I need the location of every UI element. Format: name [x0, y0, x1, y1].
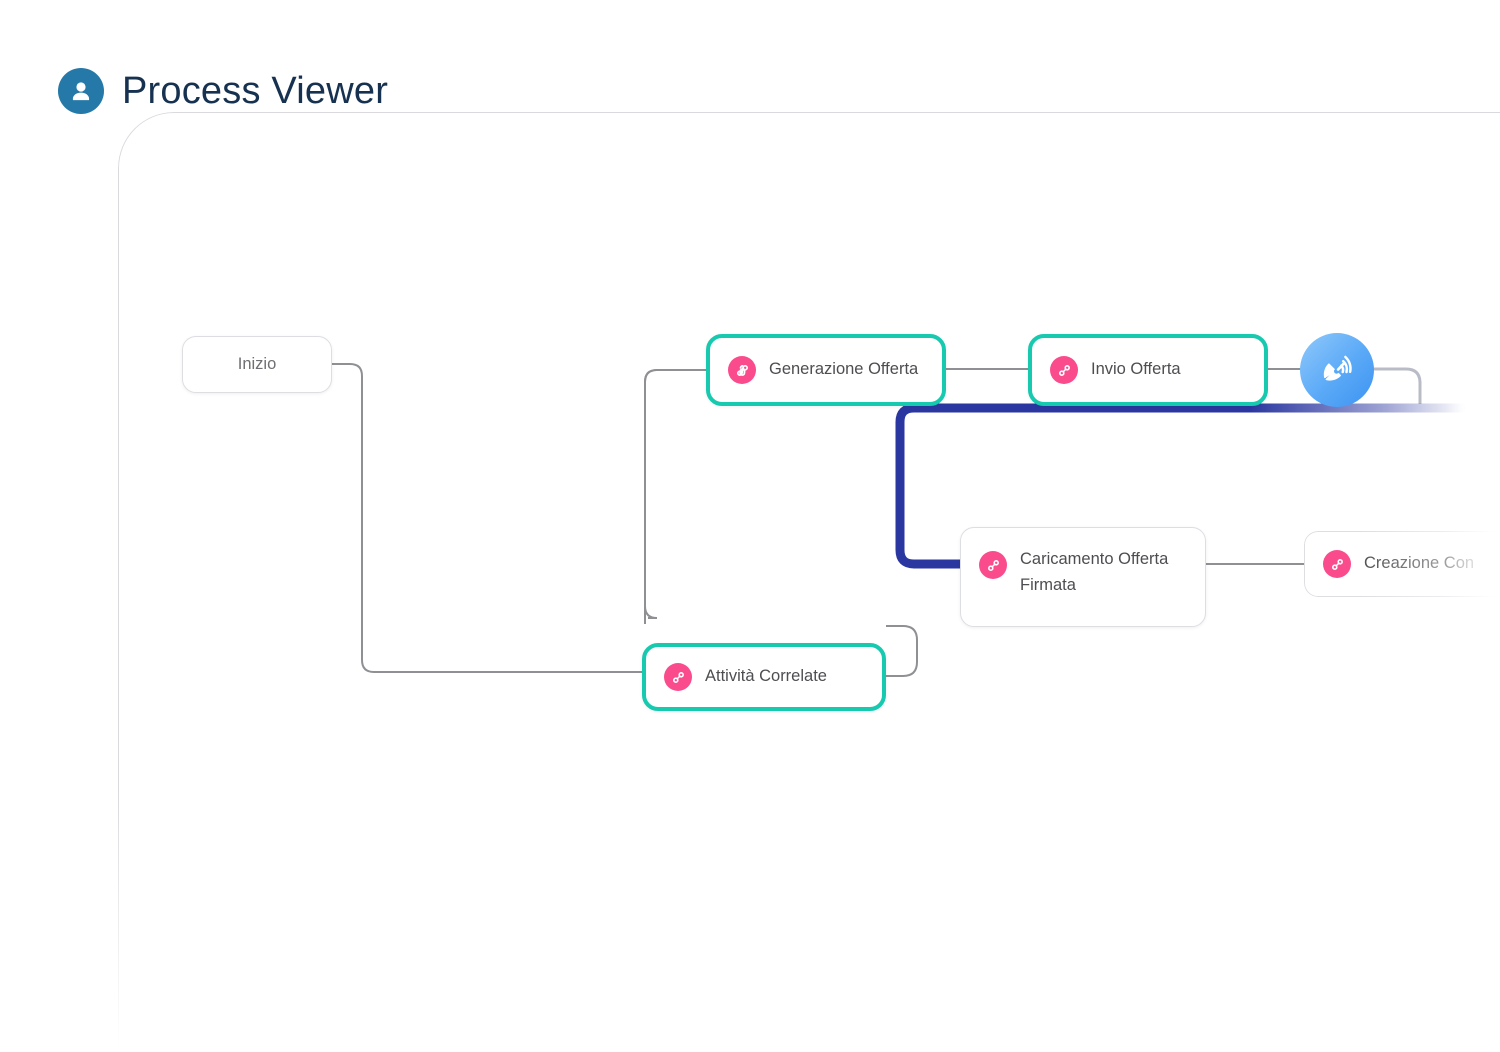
user-avatar-icon [58, 68, 104, 114]
node-invio-offerta[interactable]: Invio Offerta [1028, 334, 1268, 406]
page-header: Process Viewer [58, 68, 388, 114]
link-icon [1050, 356, 1078, 384]
link-icon [664, 663, 692, 691]
node-creazione-contratto-label: Creazione Con [1364, 554, 1475, 573]
page-title: Process Viewer [122, 69, 389, 112]
link-icon [1323, 550, 1351, 578]
node-generazione-offerta[interactable]: Generazione Offerta [706, 334, 946, 406]
process-diagram-canvas: Inizio Generazione Offerta [182, 333, 1500, 711]
edge-satellite-loop-gray [1366, 367, 1422, 404]
node-creazione-contratto[interactable]: Creazione Con [1304, 531, 1500, 597]
edge-attivita-loopback [886, 625, 918, 677]
node-generazione-offerta-label: Generazione Offerta [769, 360, 919, 379]
node-inizio-label: Inizio [237, 354, 277, 373]
edge-branch-to-generazione [644, 369, 706, 619]
edge-highlight-to-caricamento [895, 403, 1470, 569]
node-caricamento-offerta-firmata-label: Caricamento Offerta Firmata [1020, 550, 1169, 594]
node-attivita-correlate-label: Attività Correlate [705, 667, 827, 686]
node-inizio[interactable]: Inizio [182, 336, 332, 393]
app-card [118, 112, 1500, 1052]
satellite-dish-button[interactable] [1300, 333, 1374, 407]
node-invio-offerta-label: Invio Offerta [1091, 360, 1181, 379]
node-caricamento-offerta-firmata[interactable]: Caricamento Offerta Firmata [960, 527, 1206, 627]
link-icon [979, 551, 1007, 579]
satellite-dish-icon [1323, 355, 1352, 381]
link-icon [728, 356, 756, 384]
node-attivita-correlate[interactable]: Attività Correlate [642, 643, 886, 711]
edge-inizio-to-attivita [332, 363, 648, 673]
edge-layer [332, 363, 1470, 677]
edge-branch-trunk [644, 369, 706, 612]
